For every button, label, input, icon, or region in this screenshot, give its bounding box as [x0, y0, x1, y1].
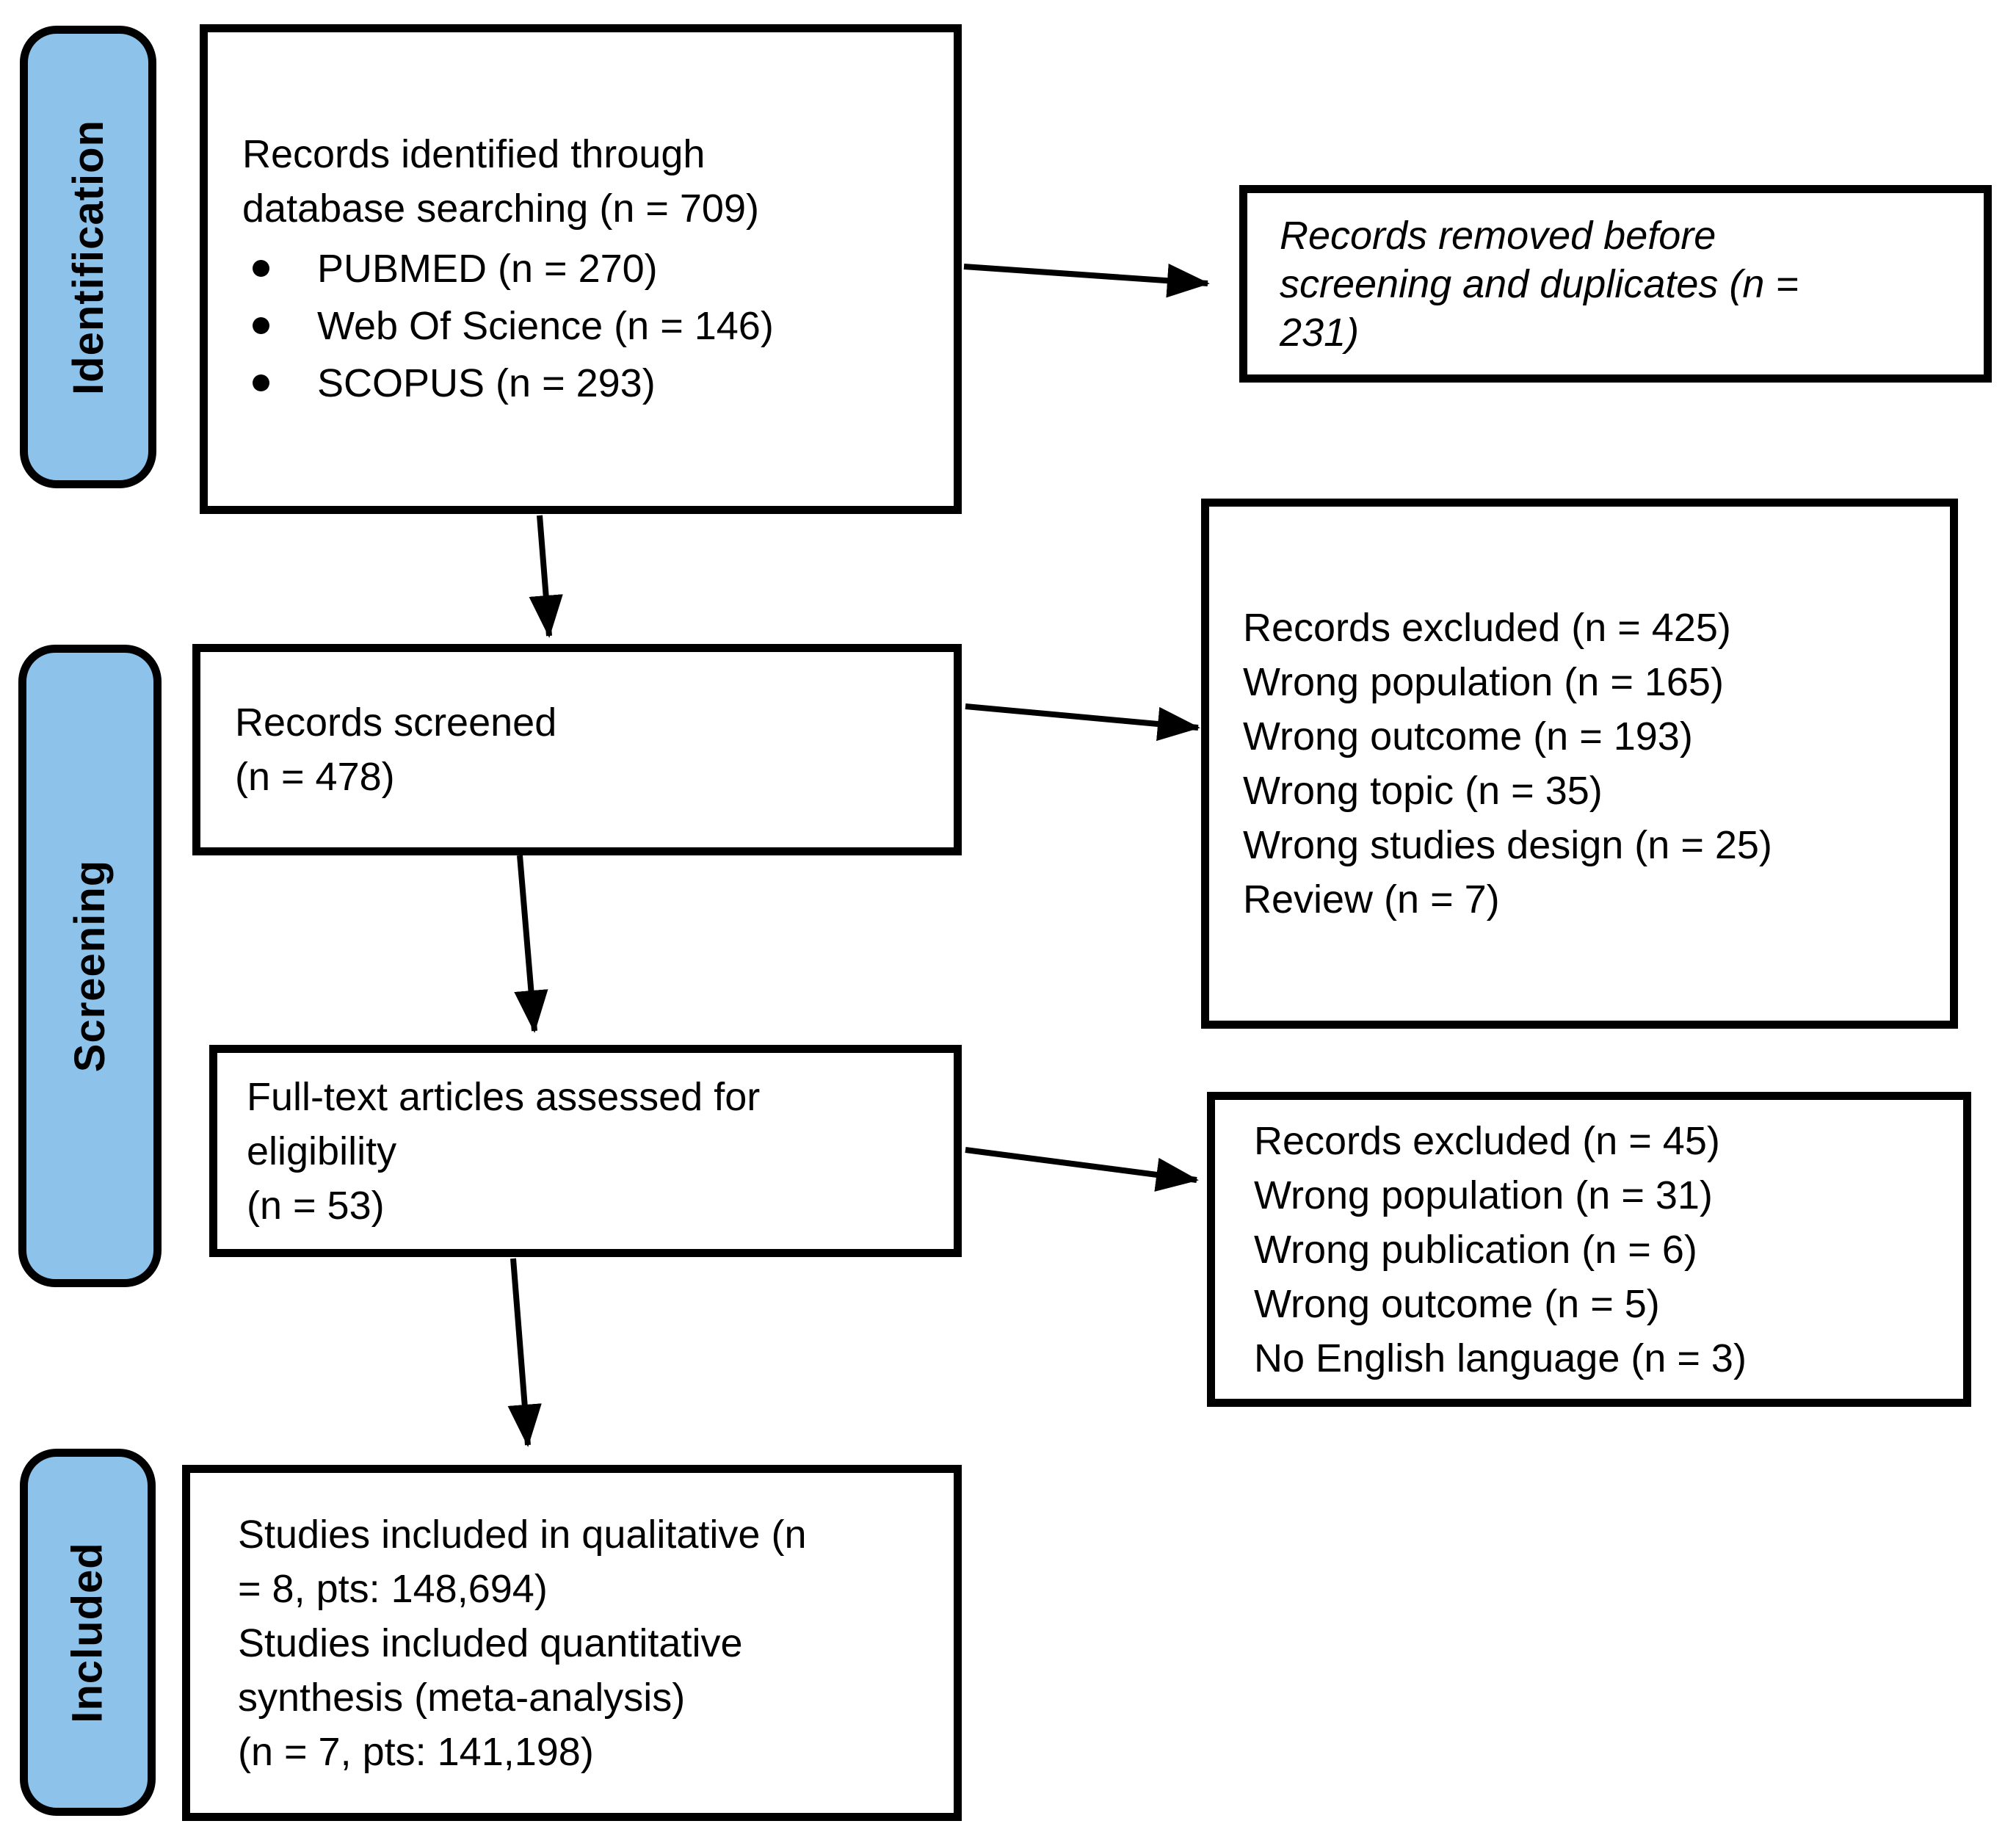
bullet-item: PUBMED (n = 270) — [242, 240, 954, 297]
arrow-screened-to-excluded — [965, 703, 1200, 742]
stage-label-included: Included — [20, 1449, 156, 1816]
bullet-text: SCOPUS (n = 293) — [317, 361, 656, 405]
bullet-icon — [253, 259, 269, 277]
bullet-icon — [253, 374, 269, 391]
text-line: Studies included quantitative — [238, 1621, 743, 1665]
text-line: eligibility — [247, 1129, 397, 1173]
text-line: (n = 53) — [247, 1183, 385, 1228]
bullet-text: PUBMED (n = 270) — [317, 246, 658, 291]
text-line: Records identified through — [242, 131, 706, 176]
box-records-excluded-screening: Records excluded (n = 425) Wrong populat… — [1201, 499, 1958, 1029]
bullet-item: SCOPUS (n = 293) — [242, 355, 954, 412]
arrow-fulltext-to-excluded — [965, 1147, 1199, 1192]
text-line: Wrong outcome (n = 5) — [1254, 1281, 1660, 1326]
stage-label-screening: Screening — [18, 645, 162, 1287]
text-line: Records excluded (n = 45) — [1254, 1118, 1720, 1163]
box-records-screened: Records screened (n = 478) — [192, 644, 962, 855]
text-line: = 8, pts: 148,694) — [238, 1566, 548, 1611]
text-line: 231) — [1280, 310, 1360, 355]
arrow-screened-to-fulltext — [514, 855, 548, 1033]
text-line: Review (n = 7) — [1243, 877, 1500, 922]
stage-label-text: Identification — [64, 119, 112, 395]
arrow-fulltext-to-included — [507, 1258, 542, 1447]
box-studies-included: Studies included in qualitative (n = 8, … — [182, 1465, 962, 1821]
arrow-identified-to-removed — [963, 264, 1210, 298]
text-line: Wrong population (n = 31) — [1254, 1173, 1713, 1217]
stage-label-text: Included — [64, 1541, 112, 1723]
box-records-removed: Records removed before screening and dup… — [1239, 185, 1992, 383]
text-line: database searching (n = 709) — [242, 186, 759, 231]
arrow-identified-to-screened — [529, 515, 563, 638]
box-fulltext-assessed: Full-text articles assessed for eligibil… — [209, 1045, 962, 1257]
text-line: synthesis (meta-analysis) — [238, 1675, 686, 1720]
text-line: Studies included in qualitative (n — [238, 1512, 807, 1557]
text-line: (n = 478) — [235, 755, 395, 799]
text-line: Wrong outcome (n = 193) — [1243, 714, 1693, 758]
text-line: Full-text articles assessed for — [247, 1074, 761, 1119]
text-line: No English language (n = 3) — [1254, 1336, 1747, 1380]
bullet-text: Web Of Science (n = 146) — [317, 303, 774, 348]
text-line: Records removed before — [1280, 213, 1716, 258]
text-line: Records screened — [235, 700, 557, 745]
box-records-excluded-fulltext: Records excluded (n = 45) Wrong populati… — [1207, 1092, 1971, 1407]
stage-label-identification: Identification — [20, 26, 156, 488]
text-line: Wrong topic (n = 35) — [1243, 769, 1603, 813]
text-line: Wrong publication (n = 6) — [1254, 1227, 1697, 1272]
text-line: Wrong studies design (n = 25) — [1243, 823, 1772, 867]
stage-label-text: Screening — [66, 859, 114, 1073]
bullet-icon — [253, 316, 269, 334]
text-line: (n = 7, pts: 141,198) — [238, 1729, 594, 1774]
text-line: Wrong population (n = 165) — [1243, 660, 1724, 704]
database-bullet-list: PUBMED (n = 270) Web Of Science (n = 146… — [242, 240, 954, 412]
text-line: Records excluded (n = 425) — [1243, 606, 1731, 650]
bullet-item: Web Of Science (n = 146) — [242, 297, 954, 355]
box-records-identified: Records identified through database sear… — [200, 24, 962, 514]
text-line: screening and duplicates (n = — [1280, 261, 1799, 306]
